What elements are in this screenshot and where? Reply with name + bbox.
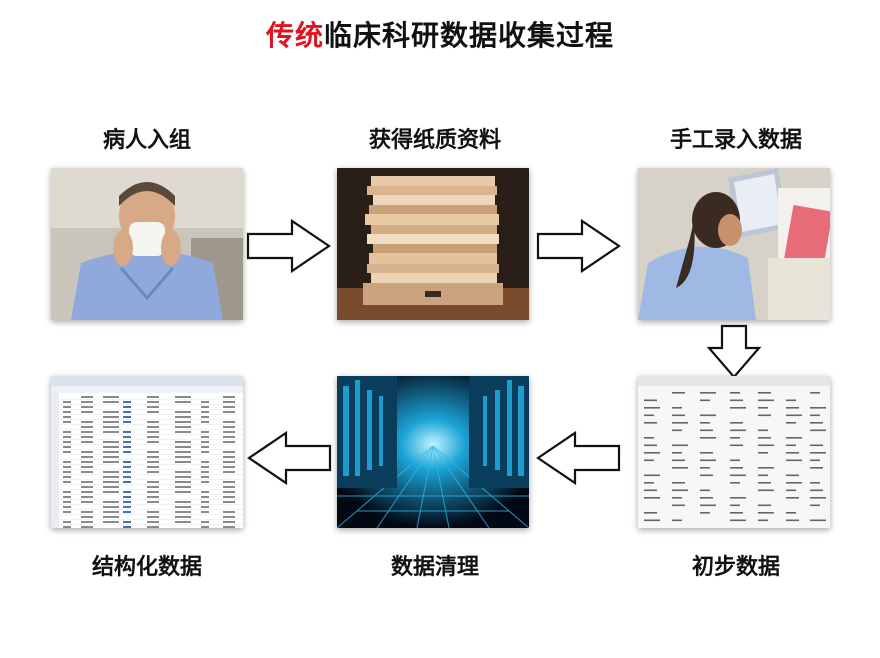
office-worker-at-desk-photo (638, 168, 830, 320)
step-label-raw-data: 初步数据 (691, 555, 780, 580)
step-label-data-cleaning: 数据清理 (390, 555, 479, 580)
step-label-paper-records: 获得纸质资料 (368, 128, 501, 153)
step-label-manual-entry: 手工录入数据 (669, 128, 802, 153)
step-label-patient-enrollment: 病人入组 (102, 128, 191, 153)
arrow-down (706, 324, 762, 379)
arrow-left-1 (536, 430, 621, 486)
arrow-left-2 (247, 430, 332, 486)
arrow-right-2 (536, 218, 621, 274)
diagram-title: 传统临床科研数据收集过程 (0, 14, 880, 54)
title-rest: 临床科研数据收集过程 (324, 19, 615, 52)
spreadsheet-screenshot (51, 376, 243, 528)
paper-files-stack-photo (337, 168, 529, 320)
title-highlight: 传统 (265, 19, 324, 52)
step-label-structured-data: 结构化数据 (91, 555, 202, 580)
sneezing-patient-photo (51, 168, 243, 320)
raw-data-printout-photo (638, 376, 830, 528)
arrow-right-1 (246, 218, 331, 274)
digital-data-tunnel-photo (337, 376, 529, 528)
